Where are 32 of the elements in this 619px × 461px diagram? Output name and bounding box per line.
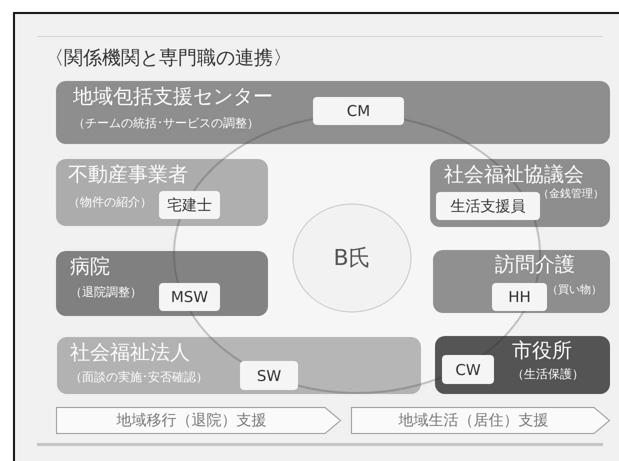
phase-label: 地域生活（居住）支援 <box>398 411 550 430</box>
organization-name: 不動産事業者 <box>68 163 188 186</box>
organization-panel <box>435 336 610 394</box>
role-note: （物件の紹介） <box>68 196 152 210</box>
organization-panel <box>56 81 610 144</box>
diagram-title: 〈関係機関と専門職の連携〉 <box>45 46 292 71</box>
role-note: （チームの統括･サービスの調整） <box>73 117 259 131</box>
profession-label: MSW <box>159 283 220 311</box>
organization-panel <box>56 251 268 316</box>
phase-label: 地域移行（退院）支援 <box>116 411 268 430</box>
organization-name: 病院 <box>70 255 110 278</box>
profession-label: 宅建士 <box>159 191 220 219</box>
role-note: （生活保護） <box>512 368 584 382</box>
profession-label: HH <box>492 283 547 311</box>
organization-name: 市役所 <box>512 339 572 362</box>
role-note: （面談の実施･安否確認） <box>70 371 208 385</box>
role-note: （金銭管理） <box>538 188 604 201</box>
organization-panel <box>430 159 610 227</box>
profession-label: SW <box>240 361 298 390</box>
organization-panel <box>433 250 610 313</box>
client-name: B氏 <box>333 245 371 273</box>
role-note: （退院調整） <box>70 286 142 300</box>
profession-label: CW <box>442 355 494 384</box>
profession-label: CM <box>313 97 404 125</box>
role-note: （買い物） <box>547 284 602 297</box>
organization-panel <box>57 337 421 394</box>
organization-name: 地域包括支援センター <box>73 85 273 108</box>
organization-name: 社会福祉協議会 <box>444 163 584 186</box>
organization-panel <box>56 159 268 226</box>
profession-label: 生活支援員 <box>436 192 540 220</box>
organization-name: 社会福祉法人 <box>70 341 190 364</box>
organization-name: 訪問介護 <box>495 253 575 276</box>
